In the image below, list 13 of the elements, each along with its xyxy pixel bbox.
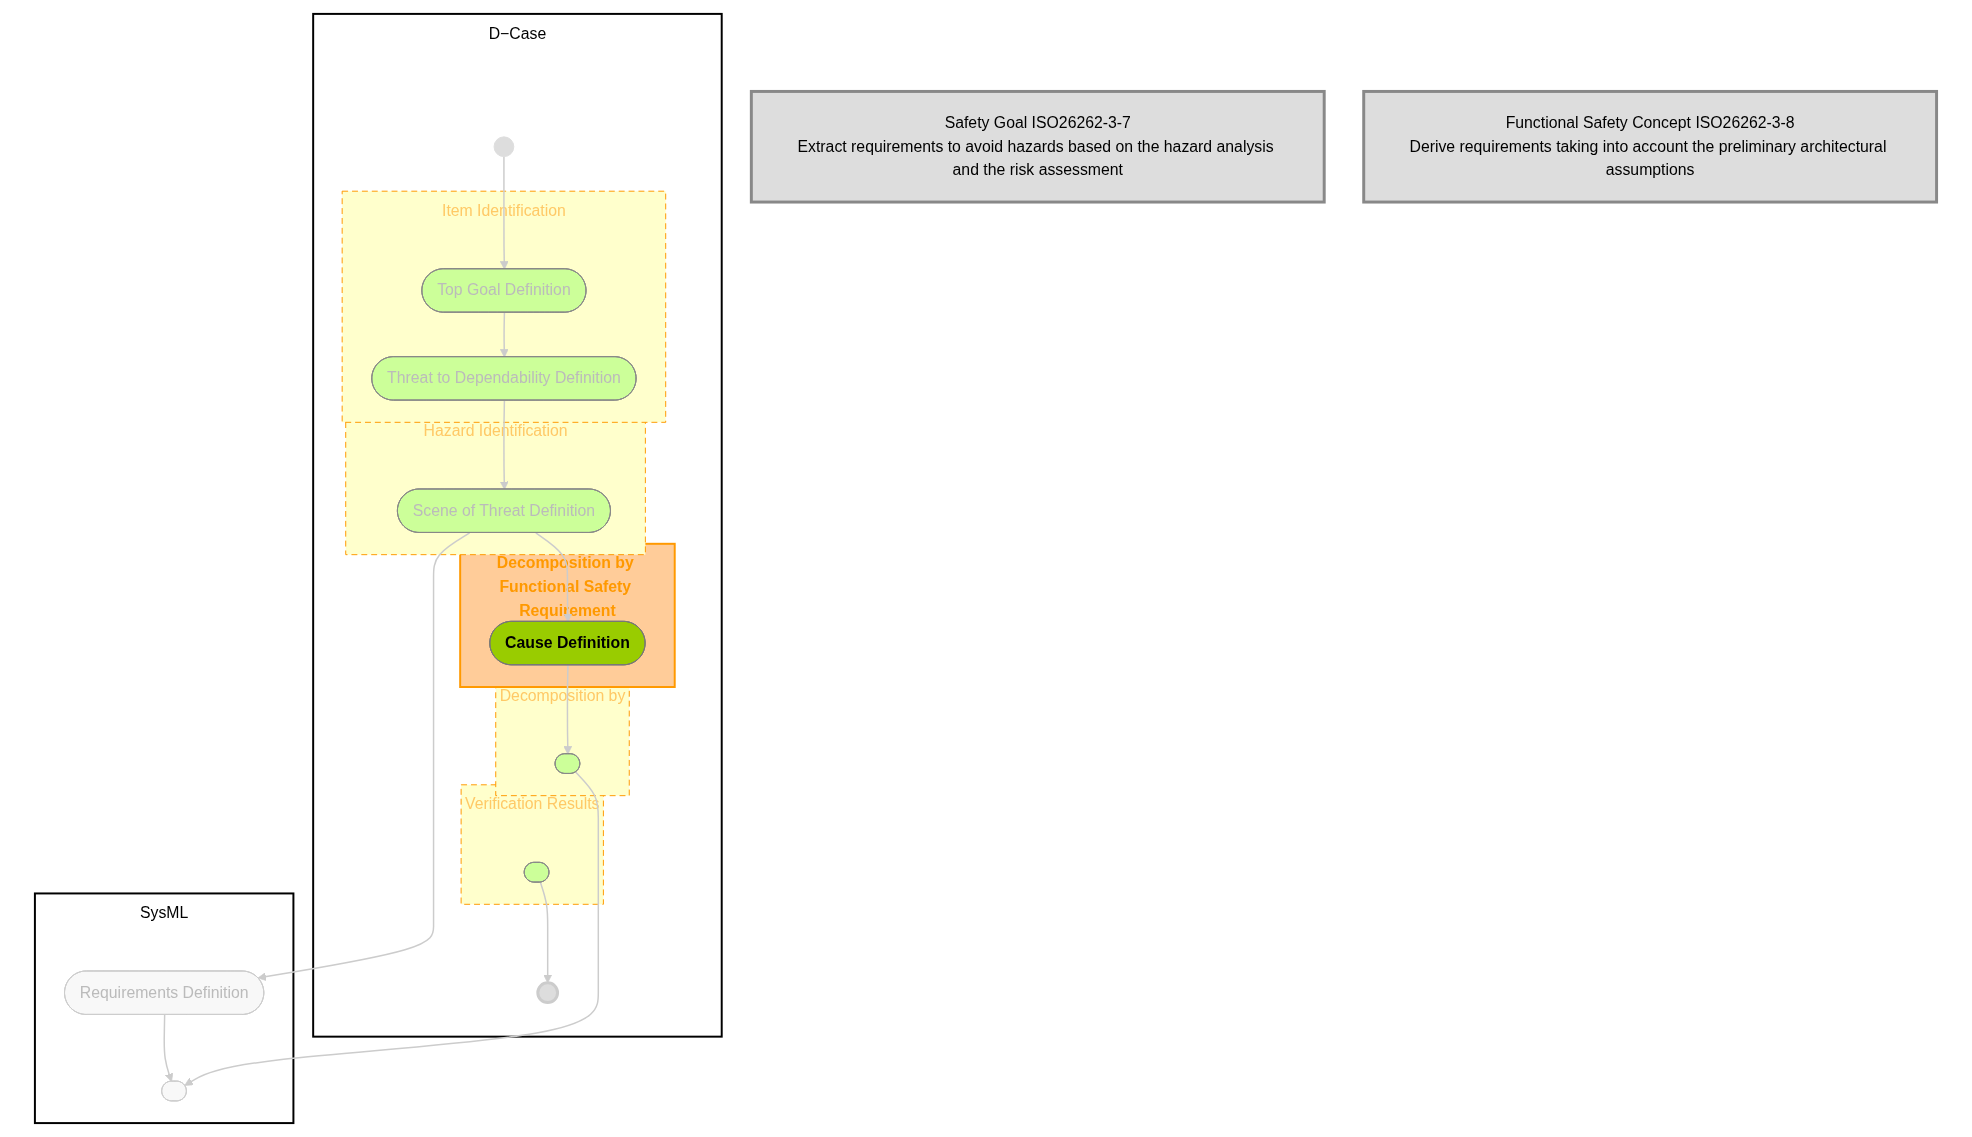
node-circle — [536, 981, 560, 1005]
arrow — [563, 664, 573, 755]
arrow — [500, 155, 509, 270]
node-box: Safety Goal ISO26262-3-7 Extract requirements to avoid hazards based on the hazard analysis and the risk assessment — [750, 89, 1326, 204]
node-circle — [493, 136, 515, 158]
arrow — [500, 399, 509, 490]
arrow — [184, 771, 600, 1086]
arrow — [163, 1014, 174, 1082]
arrow — [500, 311, 509, 358]
cluster: Verification Results — [460, 784, 605, 905]
arrow — [257, 532, 471, 981]
node-box: Functional Safety Concept ISO26262-3-8 Derive requirements taking into account the preliminary architectural assumptions — [1362, 89, 1939, 204]
arrow — [535, 532, 573, 623]
